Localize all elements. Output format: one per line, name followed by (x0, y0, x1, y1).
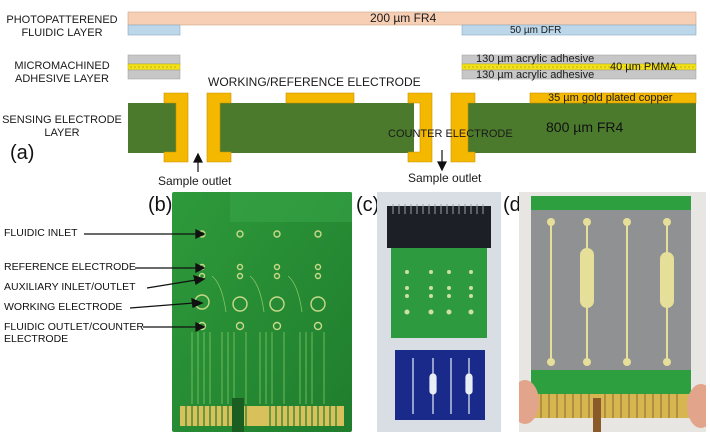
fluidic-layer-label-line1: PHOTOPATTERENED (6, 14, 118, 26)
dfr-right (461, 24, 697, 36)
gold-elements (163, 92, 697, 163)
panel-d-photo (519, 192, 706, 432)
pmma-label: 40 µm PMMA (610, 61, 677, 73)
sensing-layer-label: SENSING ELECTRODE LAYER (2, 114, 122, 140)
fr4-green-seg2 (220, 103, 414, 153)
gold-fingers-d (533, 394, 689, 418)
sample-outlet-right: Sample outlet (408, 171, 482, 185)
traces-b (191, 275, 325, 404)
panel-a: PHOTOPATTERENED FLUIDIC LAYER MICROMACHI… (0, 0, 710, 190)
gold-via-2 (206, 92, 232, 163)
callout-auxiliary: AUXILIARY INLET/OUTLET (4, 281, 136, 293)
fr4-top-layer (127, 11, 697, 26)
membrane-pads-d (547, 218, 671, 366)
acrylic-bottom-left (127, 69, 181, 80)
panel-c-tag: (c) (356, 194, 380, 216)
panel-b-tag: (b) (148, 194, 173, 216)
board-b-notch (232, 398, 244, 432)
board-d-top (531, 196, 691, 210)
gold-label: 35 µm gold plated copper (548, 92, 673, 104)
adhesive-layer-label-line2: ADHESIVE LAYER (15, 73, 109, 85)
fingertip-right (687, 384, 706, 428)
callout-working-electrode: WORKING ELECTRODE (4, 301, 123, 313)
working-reference-label: WORKING/REFERENCE ELECTRODE (208, 75, 421, 89)
board-b-upper (230, 192, 352, 222)
callout-fluidic-outlet: FLUIDIC OUTLET/COUNTER ELECTRODE (4, 321, 144, 345)
fr4-green-seg1 (128, 103, 176, 153)
callout-fluidic-outlet-line1: FLUIDIC OUTLET/COUNTER (4, 321, 145, 333)
arrow-left-head (193, 152, 203, 163)
callout-fluidic-inlet: FLUIDIC INLET (4, 227, 78, 239)
board-d-notch (593, 398, 601, 432)
gold-via-1 (163, 92, 189, 163)
panel-a-tag: (a) (10, 142, 35, 164)
gold-fingers-b (180, 406, 344, 426)
gold-via-3 (407, 92, 433, 163)
callout-fluidic-outlet-line2: ELECTRODE (4, 333, 69, 345)
connector-c (387, 206, 491, 248)
gold-pad-top (285, 92, 355, 104)
gold-strip-right (529, 92, 697, 104)
counter-label: COUNTER ELECTRODE (388, 128, 513, 140)
board-c-dots (404, 270, 474, 315)
sensing-layer-label-line2: LAYER (44, 127, 80, 139)
connector-pins-c (392, 204, 484, 214)
fingertip-left (519, 380, 539, 424)
fr4-top-label: 200 µm FR4 (370, 11, 437, 25)
adhesive-layer-label-line1: MICROMACHINED (14, 60, 110, 72)
sensing-layer-label-line1: SENSING ELECTRODE (2, 114, 122, 126)
board-d-lower (531, 370, 691, 394)
gold-finger-gaps-d (540, 394, 678, 418)
panel-b-board (172, 192, 352, 432)
gold-via-4 (450, 92, 476, 163)
board-c (391, 248, 487, 338)
acrylic-top-label: 130 µm acrylic adhesive (476, 53, 595, 65)
board-b-body (172, 192, 352, 432)
adhesive-layer-label: MICROMACHINED ADHESIVE LAYER (2, 60, 122, 86)
membrane-chambers-d (580, 248, 674, 308)
panel-c-photo (377, 192, 501, 432)
fluidic-layer-label: PHOTOPATTERENED FLUIDIC LAYER (2, 14, 122, 40)
dfr-label: 50 µm DFR (510, 25, 562, 36)
callout-reference-electrode: REFERENCE ELECTRODE (4, 261, 136, 273)
blue-board-traces (412, 358, 473, 414)
fr4-bottom-label: 800 µm FR4 (546, 119, 624, 135)
acrylic-bottom-right (461, 69, 697, 80)
cross-section-diagram (127, 11, 697, 172)
acrylic-bottom-label: 130 µm acrylic adhesive (476, 69, 595, 81)
arrow-right-head (437, 161, 447, 172)
dfr-left (127, 24, 181, 36)
fr4-green-seg3 (468, 103, 696, 153)
outlet-arrows (193, 150, 447, 172)
sample-outlet-left: Sample outlet (158, 174, 232, 188)
gold-finger-gaps-b (185, 406, 337, 426)
fluidic-layer-label-line2: FLUIDIC LAYER (21, 27, 103, 39)
